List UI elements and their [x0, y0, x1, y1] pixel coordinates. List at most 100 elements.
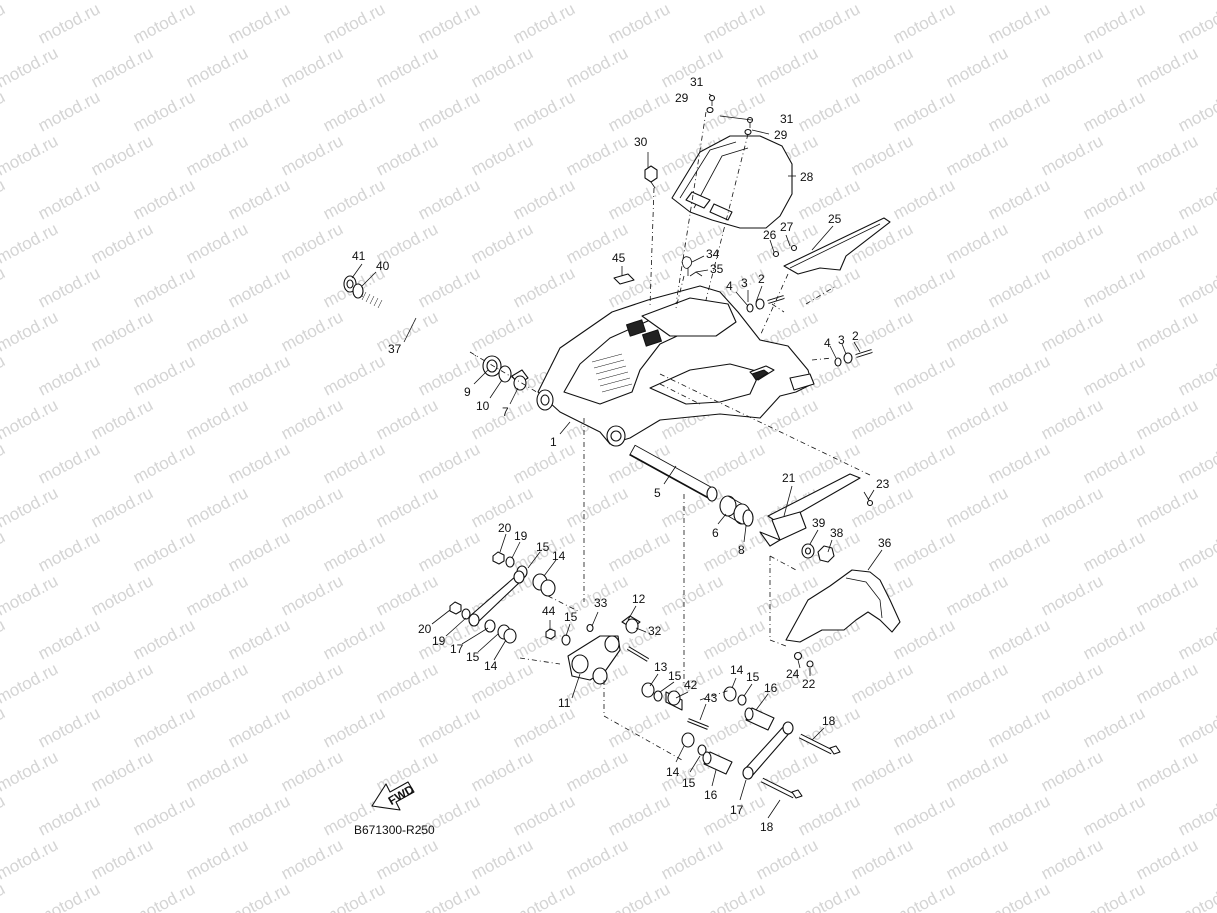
callout-14: 14 — [666, 765, 680, 779]
callout-29: 29 — [774, 128, 788, 142]
link-washer — [505, 556, 515, 568]
callout-5: 5 — [654, 486, 661, 500]
callout-11: 11 — [558, 696, 571, 710]
callout-14: 14 — [484, 659, 498, 673]
callout-20: 20 — [418, 622, 432, 636]
callout-16: 16 — [764, 681, 778, 695]
callout-27: 27 — [780, 220, 794, 234]
screw-washer — [706, 106, 714, 114]
rear-fender — [671, 135, 793, 229]
callout-25: 25 — [828, 212, 842, 226]
callout-9: 9 — [464, 385, 471, 399]
callout-15: 15 — [536, 540, 550, 554]
callout-32: 32 — [648, 624, 662, 638]
callout-10: 10 — [476, 399, 490, 413]
alignment-lines — [469, 111, 873, 761]
pivot-washer — [352, 283, 364, 299]
pivot-shaft — [361, 291, 477, 358]
cover-screw — [772, 250, 780, 258]
guide-bolt — [863, 491, 874, 507]
callout-35: 35 — [710, 262, 724, 276]
swingarm — [536, 285, 815, 447]
callout-41: 41 — [352, 249, 366, 263]
relay-collar — [621, 615, 641, 634]
link-seal — [484, 619, 496, 633]
link-collar — [723, 686, 737, 702]
link-washer — [461, 608, 471, 620]
callout-30: 30 — [634, 135, 648, 149]
link-seal — [737, 694, 747, 706]
link-bolt-upper — [798, 733, 841, 755]
callout-labels: 31 29 31 29 30 28 25 27 26 34 35 45 41 4… — [352, 75, 892, 834]
callout-4: 4 — [726, 279, 733, 293]
bearing-ring — [498, 365, 512, 383]
fender-bolt — [644, 165, 658, 189]
relay-seal — [653, 690, 663, 702]
bearing — [742, 509, 754, 527]
callout-19: 19 — [514, 529, 528, 543]
callout-17: 17 — [730, 803, 744, 817]
callout-15: 15 — [564, 610, 578, 624]
chain-cover-upper — [783, 217, 891, 275]
relay-pin-bolt — [687, 718, 709, 730]
callout-22: 22 — [802, 677, 816, 691]
link-bolt-lower — [760, 777, 803, 799]
relay-arm — [567, 635, 621, 685]
callout-14: 14 — [730, 663, 744, 677]
callout-21: 21 — [782, 471, 796, 485]
callout-24: 24 — [786, 667, 800, 681]
callout-15: 15 — [746, 670, 760, 684]
cover-screw — [790, 244, 798, 252]
callout-4: 4 — [824, 336, 831, 350]
watermark-text: motod.ru — [0, 879, 8, 913]
callout-3: 3 — [741, 276, 748, 290]
callout-19: 19 — [432, 634, 446, 648]
callout-15: 15 — [682, 776, 696, 790]
collar — [511, 369, 529, 391]
callout-29: 29 — [675, 91, 689, 105]
callout-44: 44 — [542, 604, 556, 618]
warning-label — [613, 273, 635, 285]
callout-39: 39 — [812, 516, 826, 530]
callout-26: 26 — [763, 228, 777, 242]
callout-18: 18 — [760, 820, 774, 834]
callout-42: 42 — [684, 678, 698, 692]
callout-8: 8 — [738, 543, 745, 557]
link-collar — [681, 732, 695, 748]
callout-2: 2 — [852, 329, 859, 343]
washer — [801, 543, 815, 559]
callout-34: 34 — [706, 247, 720, 261]
callout-38: 38 — [830, 526, 844, 540]
link-seal — [697, 744, 707, 756]
relay-nut — [545, 628, 556, 640]
chain-guide — [759, 473, 861, 547]
callout-31: 31 — [780, 112, 794, 126]
relay-bolt-small — [586, 623, 594, 633]
relay-bushing — [641, 682, 655, 698]
callout-23: 23 — [876, 477, 890, 491]
link-nut — [449, 601, 462, 615]
callout-40: 40 — [376, 259, 390, 273]
callout-3: 3 — [838, 333, 845, 347]
flange-nut — [817, 545, 835, 563]
callout-15: 15 — [668, 669, 682, 683]
diagram-code: B671300-R250 — [354, 823, 435, 837]
callout-17: 17 — [450, 642, 464, 656]
leader-lines — [351, 93, 883, 819]
callout-33: 33 — [594, 596, 608, 610]
callout-45: 45 — [612, 251, 626, 265]
connecting-rod-upper — [468, 570, 525, 627]
chain-cover — [785, 569, 901, 643]
adjuster-bolt-lower — [834, 349, 873, 367]
callout-13: 13 — [654, 660, 668, 674]
hose-clamp — [681, 256, 692, 276]
link-collar — [532, 573, 556, 597]
callout-12: 12 — [632, 592, 646, 606]
callout-31: 31 — [690, 75, 704, 89]
callout-2: 2 — [758, 272, 765, 286]
callout-36: 36 — [878, 536, 892, 550]
link-nut — [492, 551, 505, 565]
callout-14: 14 — [552, 549, 566, 563]
callout-6: 6 — [712, 526, 719, 540]
